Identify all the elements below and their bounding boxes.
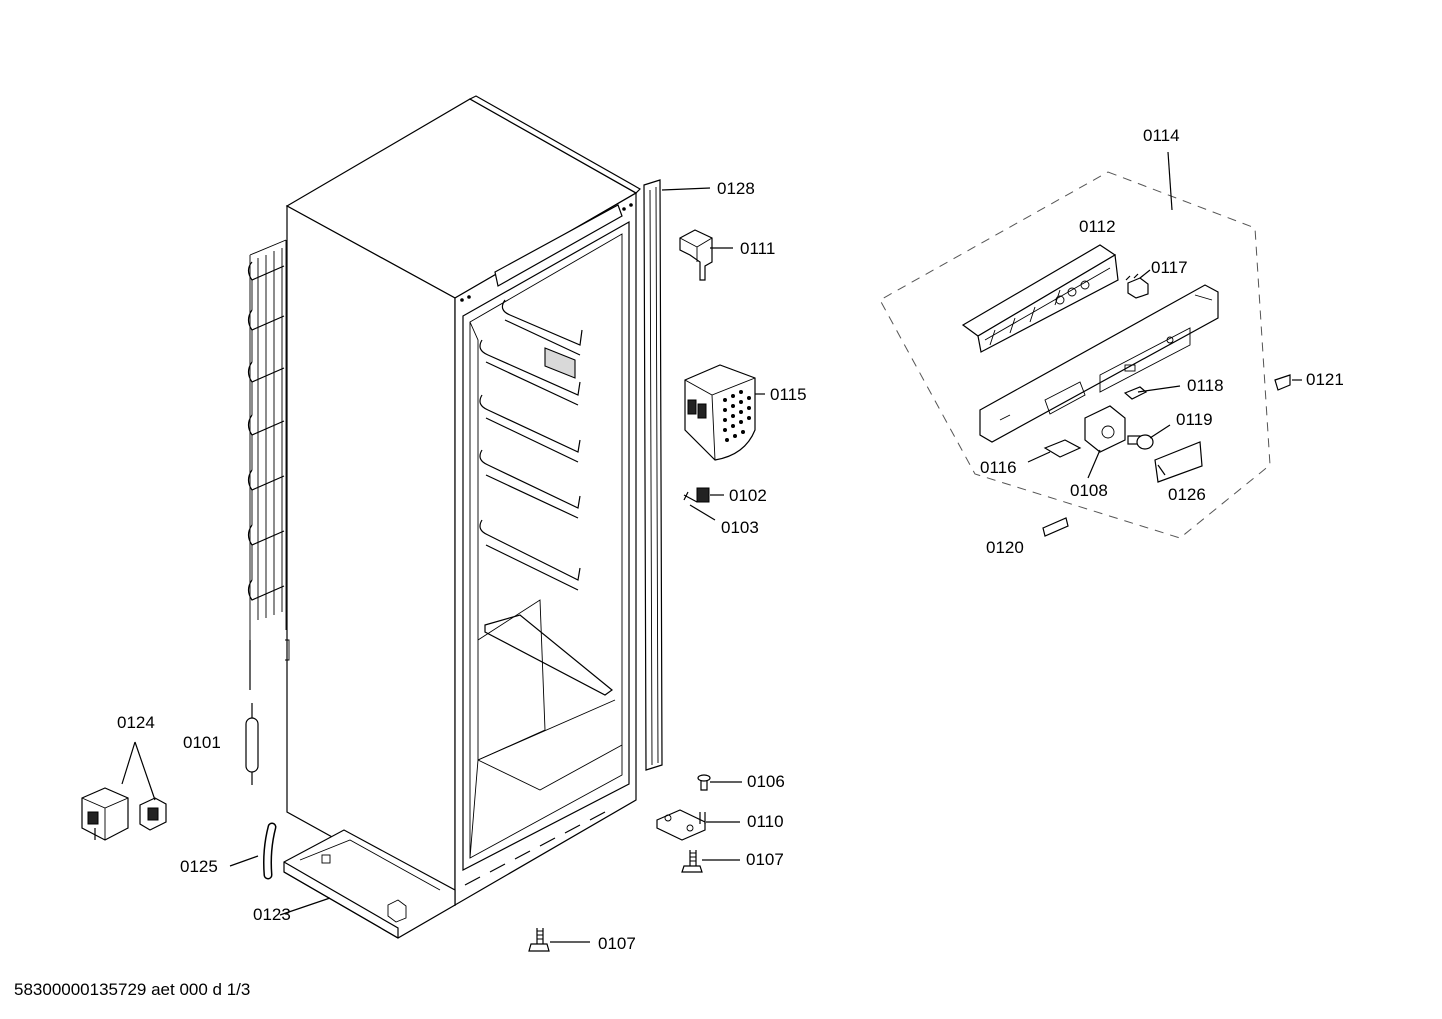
label-0119: 0119 [1176, 410, 1213, 429]
document-id: 58300000135729 aet 000 d 1/3 [14, 980, 251, 999]
control-panel-assembly [879, 171, 1291, 539]
door-switch [683, 487, 710, 503]
label-0124: 0124 [117, 713, 155, 732]
label-0118: 0118 [1187, 376, 1224, 395]
fan-cover [684, 364, 756, 461]
overload-protector [139, 797, 167, 831]
base-tray [283, 811, 606, 939]
drain-hose [263, 822, 277, 880]
foot-small [697, 774, 711, 791]
label-0110: 0110 [747, 812, 784, 831]
label-0102: 0102 [729, 486, 767, 505]
label-0125: 0125 [180, 857, 218, 876]
label-0115: 0115 [770, 385, 807, 404]
label-0121: 0121 [1306, 370, 1344, 389]
cabinet-body [285, 95, 641, 907]
label-0114: 0114 [1143, 126, 1180, 145]
door-seal-strip [643, 179, 663, 771]
label-0103: 0103 [721, 518, 759, 537]
label-0108: 0108 [1070, 481, 1108, 500]
label-0117: 0117 [1151, 258, 1188, 277]
label-0126: 0126 [1168, 485, 1206, 504]
condenser-coil [247, 239, 287, 690]
label-0128: 0128 [717, 179, 755, 198]
label-0107-lower: 0107 [598, 934, 636, 953]
label-0106: 0106 [747, 772, 785, 791]
label-0107-upper: 0107 [746, 850, 784, 869]
filter-drier [245, 703, 259, 785]
starter-relay [81, 787, 129, 841]
bottom-bracket [656, 809, 706, 841]
leader-lines [121, 151, 1302, 943]
label-0101: 0101 [183, 733, 221, 752]
top-hinge [679, 229, 713, 281]
leveling-foot-b [528, 928, 550, 952]
label-0123: 0123 [253, 905, 291, 924]
leveling-foot-a [681, 850, 703, 873]
label-0112: 0112 [1079, 217, 1116, 236]
label-0120: 0120 [986, 538, 1024, 557]
label-0116: 0116 [980, 458, 1017, 477]
label-0111: 0111 [740, 239, 776, 258]
